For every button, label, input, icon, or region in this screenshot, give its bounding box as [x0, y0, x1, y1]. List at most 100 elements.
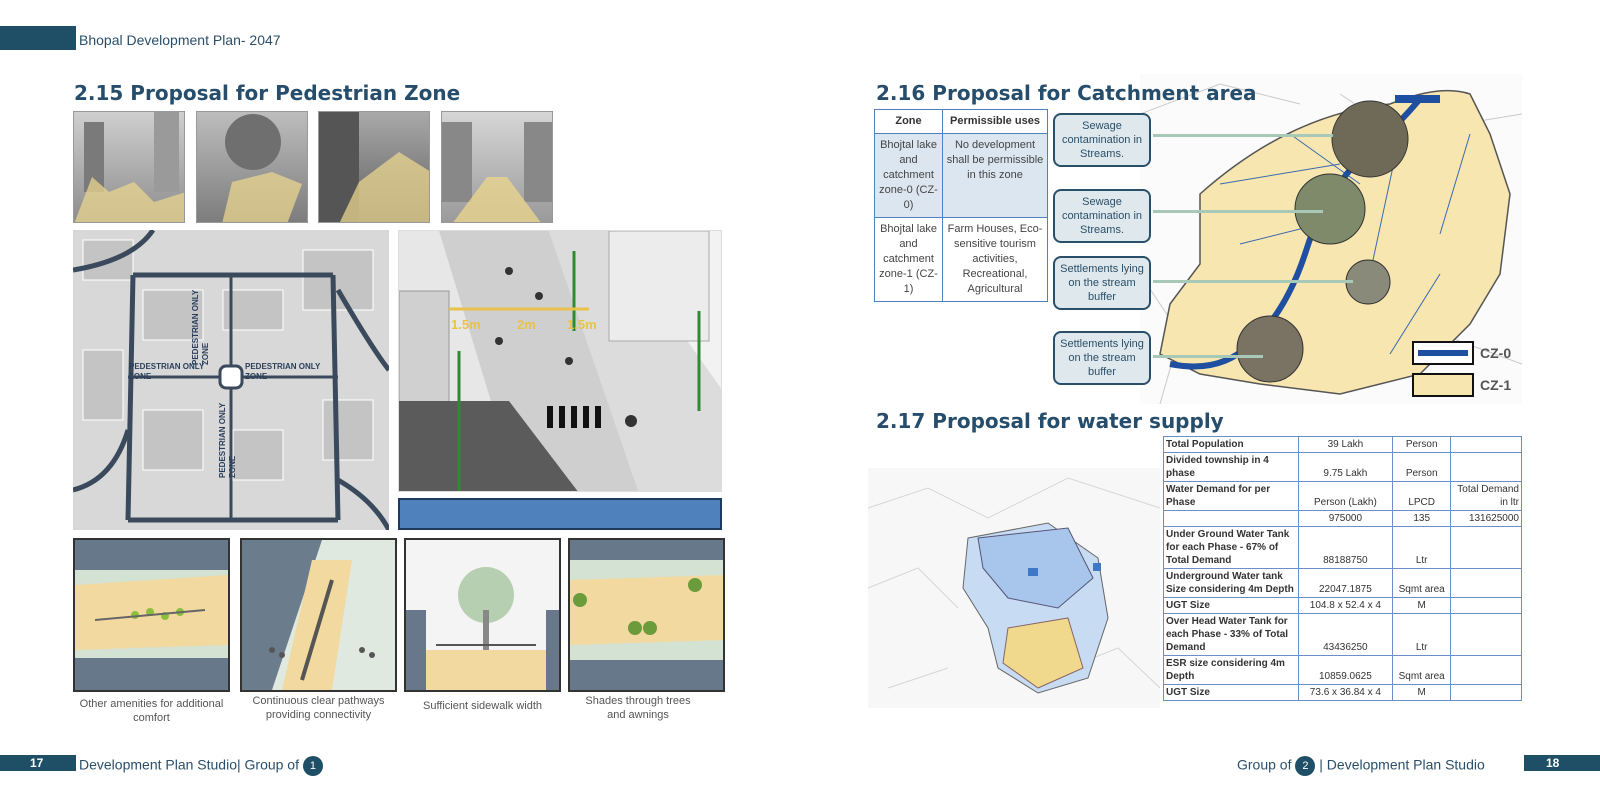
right-group-number: 2	[1295, 756, 1316, 776]
water-row-value: Total Demand in ltr	[1450, 481, 1522, 511]
callout-leader	[1153, 210, 1323, 213]
water-row-value: Sqmt area	[1392, 568, 1452, 598]
water-row-value: Ltr	[1392, 613, 1452, 656]
section-title-water: 2.17 Proposal for water supply	[876, 409, 1224, 433]
legend-cz1-label: CZ-1	[1480, 377, 1512, 393]
water-row-value: 10859.0625	[1297, 655, 1394, 685]
water-table-row: Underground Water tank Size considering …	[1163, 568, 1522, 598]
water-row-label: Divided township in 4 phase	[1163, 452, 1299, 482]
water-supply-map	[868, 468, 1160, 708]
right-page-number: 18	[1524, 755, 1600, 771]
right-footer: Group of 2 | Development Plan Studio	[1237, 756, 1485, 776]
uses-cell: Farm Houses, Eco-sensitive tourism activ…	[942, 217, 1048, 302]
left-footer: Development Plan Studio| Group of 1	[79, 756, 323, 776]
zone-cell: Bhojtal lake and catchment zone-0 (CZ-0)	[874, 133, 943, 218]
legend-cz0-label: CZ-0	[1480, 345, 1512, 361]
street-photo-3	[318, 111, 430, 223]
panel-amenities	[73, 538, 230, 692]
water-row-value: Person	[1392, 452, 1452, 482]
water-row-value: 22047.1875	[1297, 568, 1394, 598]
water-row-value: 975000	[1297, 510, 1394, 527]
zone-row: Bhojtal lake and catchment zone-0 (CZ-0)…	[874, 133, 1048, 218]
water-row-label: UGT Size	[1163, 684, 1299, 701]
left-page-number: 17	[0, 755, 76, 771]
water-row-value: M	[1392, 684, 1452, 701]
water-row-value	[1450, 655, 1522, 685]
water-row-value: Sqmt area	[1392, 655, 1452, 685]
uses-header: Permissible uses	[942, 109, 1048, 134]
water-row-label: Over Head Water Tank for each Phase - 33…	[1163, 613, 1299, 656]
map-label-east: PEDESTRIAN ONLY ZONE	[245, 362, 321, 381]
water-row-value: 9.75 Lakh	[1297, 452, 1394, 482]
water-row-value	[1450, 568, 1522, 598]
dimension-right: 1.5m	[567, 317, 597, 332]
water-table-row: Under Ground Water Tank for each Phase -…	[1163, 526, 1522, 569]
water-row-value: 135	[1392, 510, 1452, 527]
zone-header: Zone	[874, 109, 943, 134]
water-row-value: 104.8 x 52.4 x 4	[1297, 597, 1394, 614]
panel-sidewalk-width	[404, 538, 561, 692]
right-footer-text-a: Group of	[1237, 756, 1292, 773]
water-row-value: 39 Lakh	[1297, 436, 1394, 453]
map-label-north: PEDESTRIAN ONLY ZONE	[191, 289, 210, 365]
caption-pathways: Continuous clear pathways providing conn…	[252, 695, 385, 721]
street-illustration: 1.5m 2m 1.5m	[398, 230, 722, 492]
water-row-value	[1450, 526, 1522, 569]
water-row-value	[1450, 684, 1522, 701]
street-photo-2	[196, 111, 308, 223]
map-label-west: PEDESTRIAN ONLY ZONE	[129, 362, 205, 381]
water-row-label: Under Ground Water Tank for each Phase -…	[1163, 526, 1299, 569]
panel-shades	[568, 538, 725, 692]
left-group-number: 1	[302, 756, 323, 776]
callout-leader	[1153, 355, 1263, 358]
callout-leader	[1153, 134, 1333, 137]
water-row-value: 73.6 x 36.84 x 4	[1297, 684, 1394, 701]
street-photo-4	[441, 111, 553, 223]
callout-settlements-2: Settlements lying on the stream buffer	[1053, 331, 1151, 385]
legend-cz1-swatch	[1412, 373, 1474, 397]
catchment-zone-table: Zone Permissible uses Bhojtal lake and c…	[874, 109, 1048, 302]
water-row-value: 43436250	[1297, 613, 1394, 656]
water-row-value	[1450, 613, 1522, 656]
water-row-value	[1450, 597, 1522, 614]
dimension-left: 1.5m	[451, 317, 481, 332]
zone-row: Bhojtal lake and catchment zone-1 (CZ-1)…	[874, 217, 1048, 302]
uses-cell: No development shall be permissible in t…	[942, 133, 1048, 218]
zone-table-header: Zone Permissible uses	[874, 109, 1048, 134]
callout-sewage-1: Sewage contamination in Streams.	[1053, 113, 1151, 167]
legend-cz0-swatch	[1412, 341, 1474, 365]
right-footer-text-b: | Development Plan Studio	[1319, 756, 1485, 773]
zone-cell: Bhojtal lake and catchment zone-1 (CZ-1)	[874, 217, 943, 302]
water-row-label: Total Population	[1163, 436, 1299, 453]
water-row-label: UGT Size	[1163, 597, 1299, 614]
caption-amenities: Other amenities for additional comfort	[79, 698, 224, 724]
water-row-value: M	[1392, 597, 1452, 614]
callout-leader	[1153, 280, 1353, 283]
water-row-label: ESR size considering 4m Depth	[1163, 655, 1299, 685]
water-row-label: Water Demand for per Phase	[1163, 481, 1299, 511]
section-title-catchment: 2.16 Proposal for Catchment area	[876, 81, 1257, 105]
water-row-value	[1450, 436, 1522, 453]
pedestrian-zone-map: PEDESTRIAN ONLY ZONE PEDESTRIAN ONLY ZON…	[73, 230, 389, 530]
left-footer-text: Development Plan Studio| Group of	[79, 756, 299, 773]
panel-pathways	[240, 538, 397, 692]
callout-settlements-1: Settlements lying on the stream buffer	[1053, 256, 1151, 310]
section-title-pedestrian: 2.15 Proposal for Pedestrian Zone	[74, 81, 461, 105]
map-label-south: PEDESTRIAN ONLY ZONE	[218, 402, 237, 478]
water-row-value	[1450, 452, 1522, 482]
caption-sidewalk: Sufficient sidewalk width	[422, 700, 543, 712]
water-row-value: 131625000	[1450, 510, 1522, 527]
header-bar	[0, 26, 76, 50]
water-table-row: Over Head Water Tank for each Phase - 33…	[1163, 613, 1522, 656]
street-photo-1	[73, 111, 185, 223]
water-row-label: Underground Water tank Size considering …	[1163, 568, 1299, 598]
water-row-value: Person	[1392, 436, 1452, 453]
